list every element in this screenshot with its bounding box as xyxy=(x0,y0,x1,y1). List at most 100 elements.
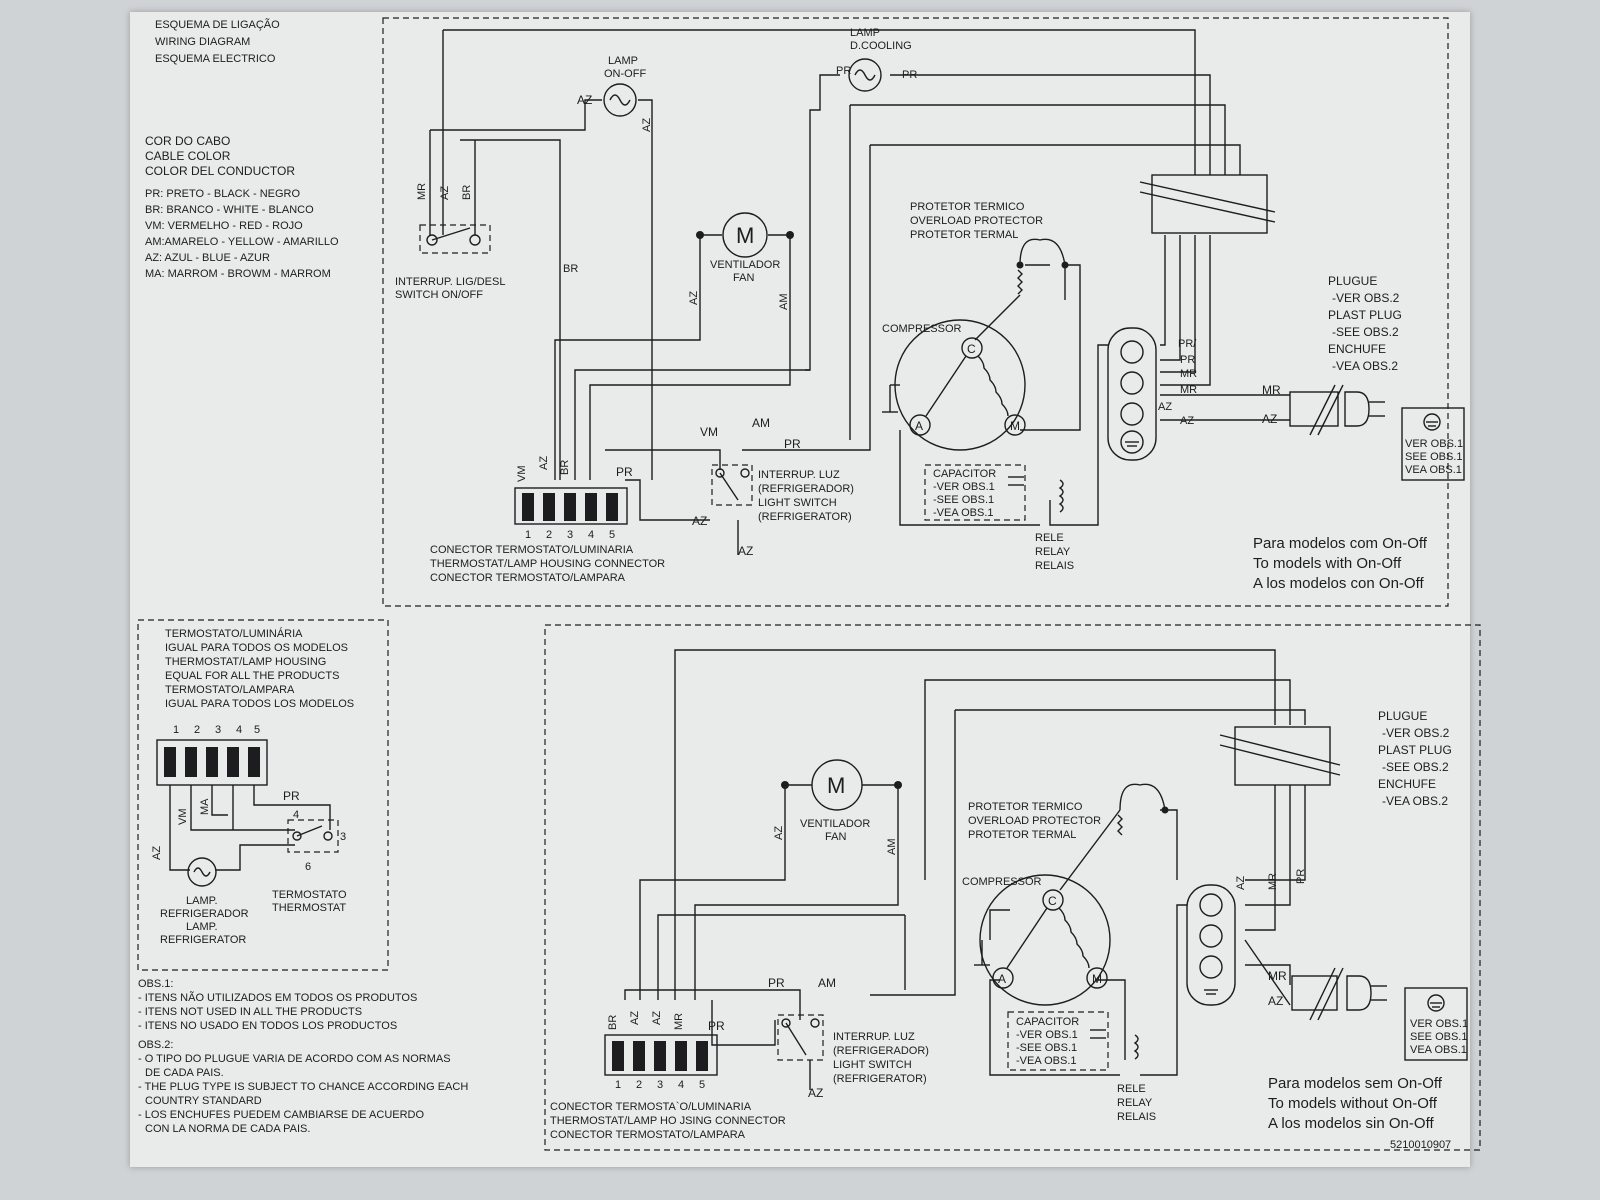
svg-text:IGUAL PARA TODOS OS MODELOS: IGUAL PARA TODOS OS MODELOS xyxy=(165,642,348,654)
svg-text:ESQUEMA ELECTRICO: ESQUEMA ELECTRICO xyxy=(155,53,276,65)
svg-text:TERMOSTATO: TERMOSTATO xyxy=(272,889,347,901)
light-switch-icon xyxy=(711,464,753,506)
svg-text:3: 3 xyxy=(567,529,573,541)
svg-text:FAN: FAN xyxy=(733,272,754,284)
svg-text:AZ: AZ xyxy=(1180,415,1194,427)
svg-text:A: A xyxy=(998,972,1006,986)
svg-text:PR: PR xyxy=(784,437,801,451)
svg-text:- LOS ENCHUFES PUEDEM CAMBIARS: - LOS ENCHUFES PUEDEM CAMBIARSE DE ACUER… xyxy=(138,1109,424,1121)
svg-text:AM: AM xyxy=(886,839,898,856)
svg-text:WIRING DIAGRAM: WIRING DIAGRAM xyxy=(155,36,250,48)
svg-text:COMPRESSOR: COMPRESSOR xyxy=(962,876,1042,888)
relay-icon xyxy=(1133,1034,1139,1060)
svg-text:THERMOSTAT/LAMP HO JSING CONNE: THERMOSTAT/LAMP HO JSING CONNECTOR xyxy=(550,1115,786,1127)
svg-text:TERMOSTATO/LUMINÁRIA: TERMOSTATO/LUMINÁRIA xyxy=(165,627,303,640)
thermostat-detail-wires xyxy=(169,785,331,871)
svg-text:SEE OBS.1: SEE OBS.1 xyxy=(1405,451,1462,463)
svg-text:3: 3 xyxy=(657,1079,663,1091)
svg-text:A los modelos con On-Off: A los modelos con On-Off xyxy=(1253,575,1424,592)
svg-text:D.COOLING: D.COOLING xyxy=(850,40,912,52)
svg-text:6: 6 xyxy=(305,861,311,873)
svg-text:FAN: FAN xyxy=(825,831,846,843)
svg-text:-SEE OBS.2: -SEE OBS.2 xyxy=(1382,760,1449,774)
svg-text:VM: VM xyxy=(516,466,528,483)
lamp-onoff-icon xyxy=(603,83,637,117)
svg-text:AZ: AZ xyxy=(577,93,592,107)
svg-text:INTERRUP. LIG/DESL: INTERRUP. LIG/DESL xyxy=(395,276,505,288)
svg-text:3: 3 xyxy=(215,724,221,736)
svg-text:CONECTOR TERMOSTATO/LUMINARIA: CONECTOR TERMOSTATO/LUMINARIA xyxy=(430,544,634,556)
svg-text:4: 4 xyxy=(678,1079,684,1091)
svg-text:4: 4 xyxy=(293,809,299,821)
svg-text:PR: PRETO - BLACK - NEGRO: PR: PRETO - BLACK - NEGRO xyxy=(145,188,300,200)
svg-text:M: M xyxy=(827,773,845,798)
svg-text:REFRIGERATOR: REFRIGERATOR xyxy=(160,934,246,946)
svg-text:M: M xyxy=(1010,419,1020,433)
svg-text:CAPACITOR: CAPACITOR xyxy=(933,468,996,480)
svg-text:AZ: AZ xyxy=(1262,412,1277,426)
svg-text:AZ: AZ xyxy=(641,118,653,132)
cable-housing-icon xyxy=(1219,726,1341,786)
svg-text:TERMOSTATO/LAMPARA: TERMOSTATO/LAMPARA xyxy=(165,684,295,696)
svg-text:AZ: AZ xyxy=(151,846,163,860)
svg-text:OVERLOAD PROTECTOR: OVERLOAD PROTECTOR xyxy=(968,815,1101,827)
svg-text:RELAY: RELAY xyxy=(1035,546,1071,558)
svg-text:1: 1 xyxy=(173,724,179,736)
svg-text:BR: BRANCO - WHITE - BLANCO: BR: BRANCO - WHITE - BLANCO xyxy=(145,204,314,216)
svg-text:THERMOSTAT: THERMOSTAT xyxy=(272,902,346,914)
cable-housing-icon xyxy=(1139,174,1276,234)
svg-text:AZ: AZ xyxy=(738,544,753,558)
svg-text:PR: PR xyxy=(616,465,633,479)
svg-text:INTERRUP. LUZ: INTERRUP. LUZ xyxy=(758,469,840,481)
svg-text:COLOR DEL CONDUCTOR: COLOR DEL CONDUCTOR xyxy=(145,164,295,178)
svg-text:-VER OBS.1: -VER OBS.1 xyxy=(1016,1029,1078,1041)
svg-text:MA: MA xyxy=(199,798,211,815)
svg-text:LAMP: LAMP xyxy=(608,55,638,67)
thermostat-switch-icon xyxy=(287,819,339,853)
svg-text:-SEE OBS.2: -SEE OBS.2 xyxy=(1332,325,1399,339)
svg-text:VENTILADOR: VENTILADOR xyxy=(800,818,870,830)
svg-text:PROTETOR TERMAL: PROTETOR TERMAL xyxy=(910,229,1018,241)
svg-text:DE CADA PAIS.: DE CADA PAIS. xyxy=(145,1067,224,1079)
svg-text:RELAIS: RELAIS xyxy=(1035,560,1074,572)
thermostat-detail: TERMOSTATO/LUMINÁRIA IGUAL PARA TODOS OS… xyxy=(137,619,389,971)
svg-text:Para modelos sem On-Off: Para modelos sem On-Off xyxy=(1268,1075,1443,1092)
svg-text:CONECTOR TERMOSTATO/LAMPARA: CONECTOR TERMOSTATO/LAMPARA xyxy=(550,1129,746,1141)
svg-text:MR: MR xyxy=(1180,384,1197,396)
svg-text:ENCHUFE: ENCHUFE xyxy=(1378,777,1436,791)
header-title: ESQUEMA DE LIGAÇÃO WIRING DIAGRAM ESQUEM… xyxy=(155,18,280,65)
svg-text:VEA OBS.1: VEA OBS.1 xyxy=(1405,464,1462,476)
svg-text:-VEA OBS.1: -VEA OBS.1 xyxy=(1016,1055,1077,1067)
svg-text:OBS.2:: OBS.2: xyxy=(138,1039,173,1051)
svg-text:REFRIGERADOR: REFRIGERADOR xyxy=(160,908,249,920)
svg-text:2: 2 xyxy=(194,724,200,736)
svg-text:- ITENS NOT USED IN ALL THE PR: - ITENS NOT USED IN ALL THE PRODUCTS xyxy=(138,1006,362,1018)
fan-motor-icon xyxy=(781,759,902,811)
svg-text:M: M xyxy=(1092,972,1102,986)
svg-text:COR DO CABO: COR DO CABO xyxy=(145,134,230,148)
svg-text:-VEA OBS.2: -VEA OBS.2 xyxy=(1382,794,1448,808)
thermostat-connector xyxy=(604,1034,718,1076)
svg-text:RELAIS: RELAIS xyxy=(1117,1111,1156,1123)
svg-text:CAPACITOR: CAPACITOR xyxy=(1016,1016,1079,1028)
svg-text:OVERLOAD PROTECTOR: OVERLOAD PROTECTOR xyxy=(910,215,1043,227)
svg-text:PROTETOR TERMICO: PROTETOR TERMICO xyxy=(910,201,1025,213)
svg-text:PR: PR xyxy=(1180,354,1195,366)
svg-text:MR: MR xyxy=(416,183,428,200)
svg-text:5: 5 xyxy=(254,724,260,736)
svg-text:AZ: AZ xyxy=(1268,994,1283,1008)
svg-text:- THE PLUG TYPE IS SUBJECT TO: - THE PLUG TYPE IS SUBJECT TO CHANCE ACC… xyxy=(138,1081,468,1093)
svg-text:SEE OBS.1: SEE OBS.1 xyxy=(1410,1031,1467,1043)
svg-text:(REFRIGERADOR): (REFRIGERADOR) xyxy=(833,1045,929,1057)
svg-text:(REFRIGERADOR): (REFRIGERADOR) xyxy=(758,483,854,495)
svg-text:2: 2 xyxy=(636,1079,642,1091)
svg-text:A: A xyxy=(915,419,923,433)
svg-text:4: 4 xyxy=(588,529,594,541)
svg-text:RELAY: RELAY xyxy=(1117,1097,1153,1109)
svg-text:PLUGUE: PLUGUE xyxy=(1328,274,1377,288)
svg-text:2: 2 xyxy=(546,529,552,541)
svg-text:PR: PR xyxy=(1295,869,1307,884)
svg-text:4: 4 xyxy=(236,724,242,736)
plug-icon xyxy=(1291,967,1387,1021)
svg-text:BR: BR xyxy=(559,460,571,475)
